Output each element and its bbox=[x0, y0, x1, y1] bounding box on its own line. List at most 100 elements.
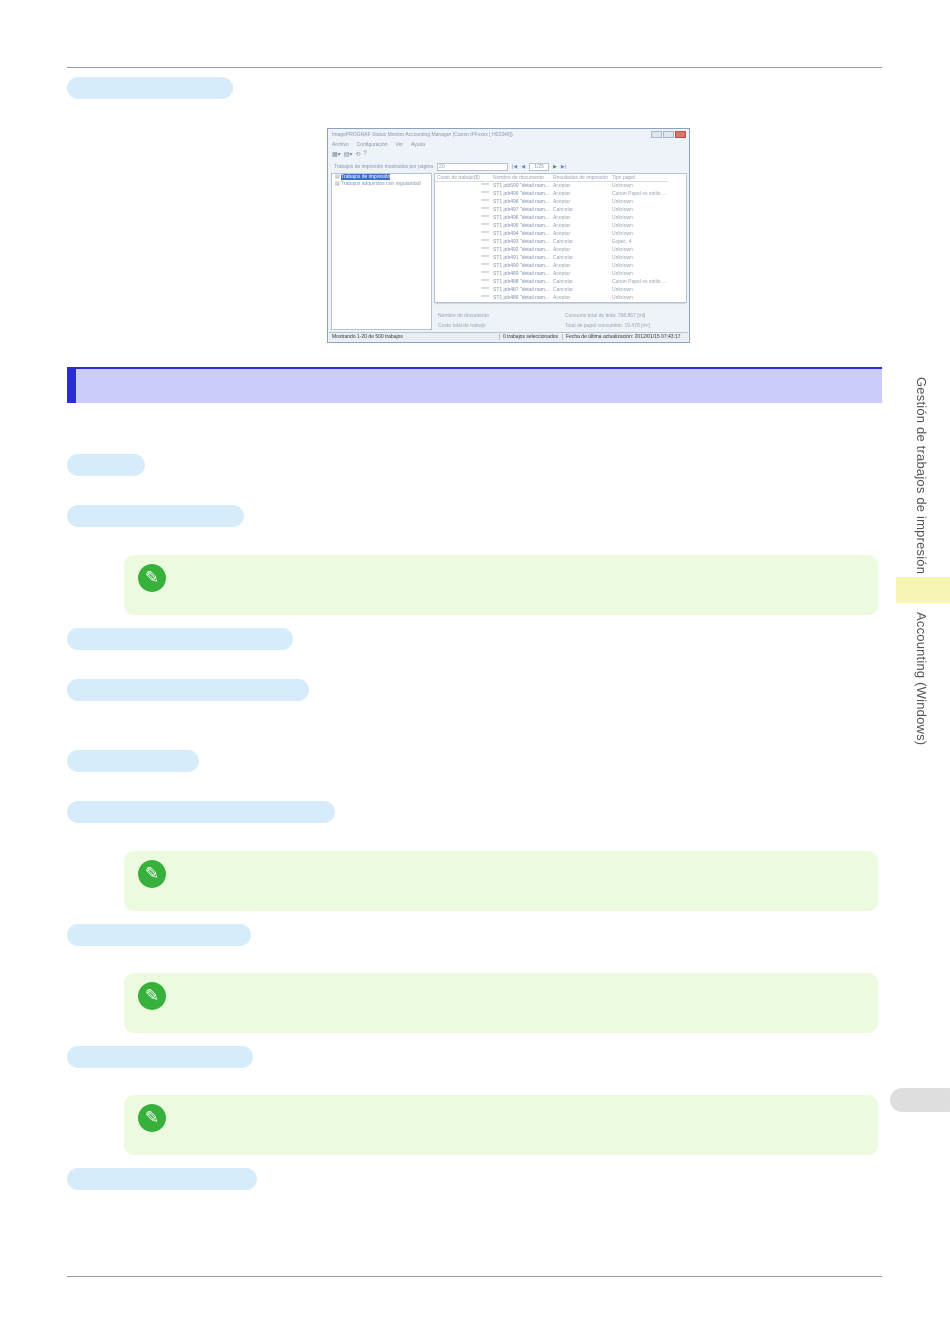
prev-page-icon[interactable]: ◀ bbox=[521, 164, 526, 170]
cell-paper-type: Unknown bbox=[612, 199, 633, 205]
cell-paper-type: Unknown bbox=[612, 263, 633, 269]
cell-paper-type: Unknown bbox=[612, 223, 633, 229]
cell-print-result: Aceptar bbox=[552, 231, 571, 237]
text-placeholder-heading bbox=[67, 77, 233, 99]
refresh-icon[interactable]: ⟲ bbox=[355, 152, 361, 158]
export-icon[interactable]: ▤▾ bbox=[343, 152, 353, 158]
cell-document-name: ST1 job497 "detail nam... bbox=[493, 207, 549, 213]
pencil-icon: ✎ bbox=[138, 982, 166, 1010]
tree-item-print-jobs[interactable]: ▤ Trabajos de impresión bbox=[335, 174, 391, 180]
cell-print-result: Cancelar bbox=[552, 239, 573, 245]
menu-settings[interactable]: Configuración bbox=[356, 142, 388, 148]
text-placeholder bbox=[67, 628, 293, 650]
cell-print-result: Cancelar bbox=[552, 255, 573, 261]
cell-paper-type: Unknown bbox=[612, 287, 633, 293]
cell-document-name: ST1 job493 "detail nam... bbox=[493, 239, 549, 245]
pencil-icon: ✎ bbox=[138, 564, 166, 592]
cell-job-cost: **** bbox=[481, 223, 489, 229]
status-bar: Mostrando 1-20 de 500 trabajos 0 trabajo… bbox=[329, 332, 688, 341]
col-job-cost[interactable]: Costo de trabajo($) bbox=[435, 174, 491, 182]
text-placeholder bbox=[67, 1046, 253, 1068]
per-page-select[interactable]: 20 bbox=[437, 163, 509, 171]
cell-print-result: Cancelar bbox=[552, 207, 573, 213]
table-row[interactable]: **** ST1 job498 "detail nam...Aceptar Unkn… bbox=[435, 198, 668, 206]
cell-job-cost: **** bbox=[481, 255, 489, 261]
print-job-icon[interactable]: ▦▾ bbox=[332, 152, 341, 158]
cell-paper-type: Canon Papel es estilo ... bbox=[612, 279, 667, 285]
status-selected: 0 trabajos seleccionados bbox=[499, 334, 562, 340]
status-updated: Fecha de última actualización: 2012/01/1… bbox=[562, 334, 684, 340]
cell-job-cost: **** bbox=[481, 207, 489, 213]
cell-print-result: Aceptar bbox=[552, 191, 571, 197]
side-tab-marker bbox=[896, 577, 950, 603]
cell-document-name: ST1 job487 "detail nam... bbox=[493, 287, 549, 293]
minimize-button[interactable] bbox=[651, 131, 662, 138]
text-placeholder bbox=[67, 924, 251, 946]
cell-paper-type: Unknown bbox=[612, 183, 633, 189]
col-document-name[interactable]: Nombre de documento bbox=[491, 174, 551, 182]
table-row[interactable]: **** ST1 job497 "detail nam...Cancelar Unk… bbox=[435, 206, 668, 214]
cell-job-cost: **** bbox=[481, 295, 489, 301]
cell-print-result: Aceptar bbox=[552, 199, 571, 205]
maximize-button[interactable] bbox=[663, 131, 674, 138]
cell-print-result: Aceptar bbox=[552, 263, 571, 269]
menu-view[interactable]: Ver bbox=[395, 142, 404, 148]
cell-print-result: Aceptar bbox=[552, 183, 571, 189]
text-placeholder bbox=[67, 801, 335, 823]
cell-document-name: ST1 job494 "detail nam... bbox=[493, 231, 549, 237]
next-page-icon[interactable]: ▶ bbox=[553, 164, 557, 170]
cell-document-name: ST1 job498 "detail nam... bbox=[493, 199, 549, 205]
pencil-icon: ✎ bbox=[138, 860, 166, 888]
cell-print-result: Aceptar bbox=[552, 271, 571, 277]
section-heading-bar bbox=[67, 367, 882, 403]
cell-document-name: ST1 job495 "detail nam... bbox=[493, 223, 549, 229]
horizontal-scrollbar[interactable] bbox=[435, 303, 686, 309]
cell-document-name: ST1 job499 "detail nam... bbox=[493, 191, 549, 197]
header-rule bbox=[67, 67, 882, 68]
cell-job-cost: **** bbox=[481, 271, 489, 277]
cell-print-result: Cancelar bbox=[552, 279, 573, 285]
note-box: ✎ bbox=[124, 555, 878, 615]
close-button[interactable] bbox=[675, 131, 686, 138]
menu-file[interactable]: Archivo bbox=[332, 142, 349, 148]
cell-job-cost: **** bbox=[481, 215, 489, 221]
first-page-icon[interactable]: |◀ bbox=[512, 164, 518, 170]
help-icon[interactable]: ? bbox=[363, 151, 367, 157]
cell-document-name: ST1 job492 "detail nam... bbox=[493, 247, 549, 253]
cell-job-cost: **** bbox=[481, 191, 489, 197]
cell-print-result: Aceptar bbox=[552, 215, 571, 221]
cell-print-result: Aceptar bbox=[552, 247, 571, 253]
page-indicator[interactable]: 1/25 bbox=[529, 163, 550, 171]
window-title: ImagePROGRAF Status Monitor Accounting M… bbox=[332, 132, 513, 138]
ink-total: Consumo total de tinta: 798.867 [ml] bbox=[565, 313, 646, 319]
cell-paper-type: Unknown bbox=[612, 215, 633, 221]
cell-job-cost: **** bbox=[481, 199, 489, 205]
menu-help[interactable]: Ayuda bbox=[411, 142, 426, 148]
text-placeholder bbox=[67, 679, 309, 701]
last-page-icon[interactable]: ▶| bbox=[560, 164, 567, 170]
col-paper-type[interactable]: Tipo papel bbox=[610, 174, 669, 182]
cell-document-name: ST1 job486 "detail nam... bbox=[493, 295, 549, 301]
job-tree: ▤ Trabajos de impresión ▤ Trabajos adqui… bbox=[331, 173, 432, 330]
cell-paper-type: Unknown bbox=[612, 295, 633, 301]
cell-document-name: ST1 job491 "detail nam... bbox=[493, 255, 549, 261]
text-placeholder bbox=[67, 1168, 257, 1190]
cell-paper-type: Unknown bbox=[612, 207, 633, 213]
tree-item-regular-jobs[interactable]: ▤ Trabajos adquiridos con regularidad bbox=[335, 181, 421, 187]
col-print-result[interactable]: Resultados de impresión bbox=[550, 174, 611, 182]
cell-paper-type: Espec. 4 bbox=[612, 239, 632, 245]
pager-row: Trabajos de impresión mostrados por pági… bbox=[334, 163, 566, 171]
